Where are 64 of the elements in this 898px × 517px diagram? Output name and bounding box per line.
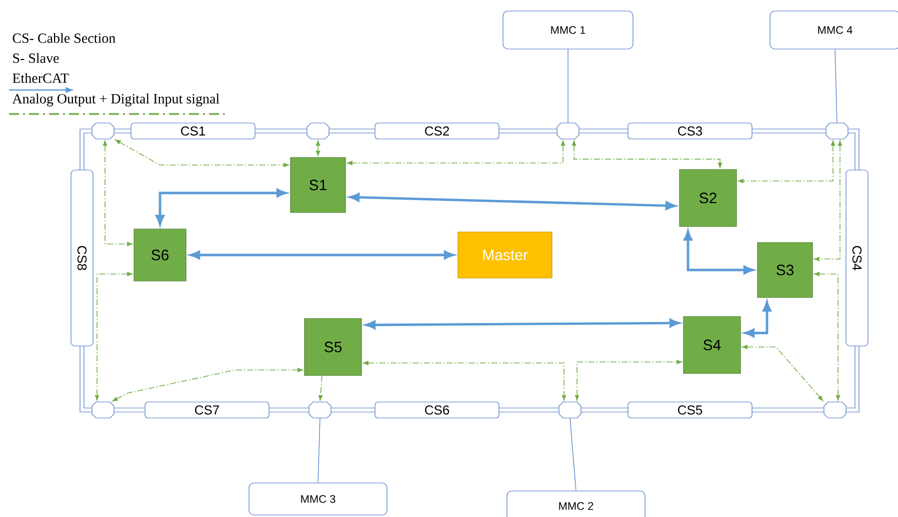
arrow (102, 140, 132, 246)
connection-line (318, 418, 320, 483)
arrow (347, 140, 566, 166)
cable-line (578, 128, 628, 134)
cable-line (255, 128, 308, 134)
legend-text: EtherCAT (12, 73, 69, 83)
arrow (738, 140, 836, 184)
cable-line (269, 408, 310, 412)
arrow (112, 368, 303, 402)
cable-section-box: CS6 (374, 402, 500, 418)
slave-box: S4 (683, 316, 741, 374)
cable-section-box: CS8 (70, 170, 94, 346)
cable-line (330, 408, 375, 412)
cable-line (846, 346, 860, 412)
arrow (316, 140, 320, 156)
slave-box: S3 (757, 242, 813, 298)
connection-line (570, 418, 576, 491)
connection-line (834, 49, 838, 124)
cable-line (80, 346, 92, 412)
connector-octagon (92, 122, 114, 140)
cable-line (848, 128, 860, 170)
key-text: CS- Cable Section (12, 33, 116, 43)
cable-line (499, 128, 558, 134)
connector-octagon (556, 122, 580, 140)
arrow (363, 360, 566, 401)
arrow (574, 360, 682, 401)
cable-section-box: CS3 (628, 122, 752, 140)
slave-box: S5 (304, 318, 362, 376)
connector-octagon (306, 122, 330, 140)
arrow (572, 140, 722, 168)
slave-box: S1 (290, 157, 346, 213)
cable-line (114, 128, 132, 134)
cable-section-box: CS4 (846, 170, 868, 346)
connector-octagon (826, 122, 848, 140)
cable-line (580, 408, 628, 412)
connector-octagon (92, 402, 114, 418)
mmc-box: MMC 3 (248, 482, 388, 516)
cable-section-box: CS7 (144, 402, 270, 418)
cable-section-box: CS5 (628, 402, 752, 418)
cable-line (114, 408, 146, 412)
cable-line (752, 128, 826, 134)
cable-line (328, 128, 375, 134)
arrow (318, 375, 323, 401)
arrow (94, 272, 132, 401)
slave-box: S2 (679, 169, 737, 227)
arrow (814, 272, 840, 401)
connector-octagon (824, 402, 846, 418)
cable-line (80, 128, 92, 170)
connector-octagon (558, 402, 582, 418)
arrow (814, 140, 842, 262)
legend-text: Analog Output + Digital Input signal (12, 94, 220, 106)
cable-line (752, 408, 824, 412)
slave-box: S6 (134, 228, 186, 282)
arrow (115, 140, 289, 168)
cable-line (499, 408, 560, 412)
mmc-box: MMC 2 (506, 490, 646, 517)
connector-octagon (308, 402, 332, 418)
arrow (742, 344, 824, 401)
mmc-box: MMC 4 (770, 10, 898, 50)
cable-section-box: CS1 (130, 122, 256, 140)
key-text: S- Slave (13, 53, 59, 63)
cable-section-box: CS2 (374, 122, 500, 140)
master-box: Master (458, 232, 552, 278)
mmc-box: MMC 1 (502, 10, 634, 50)
